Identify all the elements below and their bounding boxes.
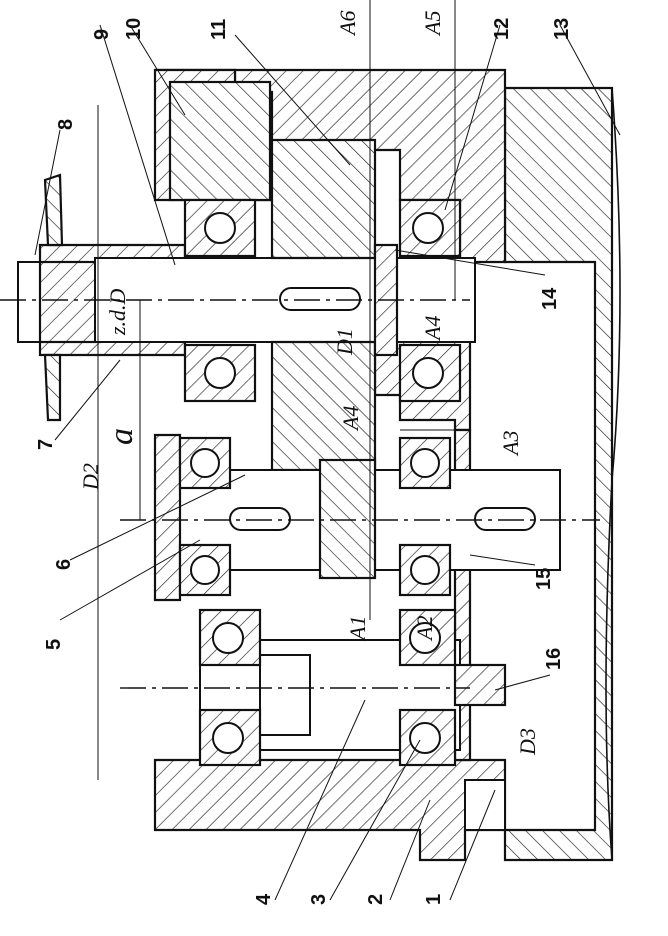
- leader-8: [34, 129, 61, 256]
- leader-5: [59, 539, 201, 621]
- bearing-ball: [204, 357, 236, 389]
- dim-label-D2: D2: [78, 463, 103, 491]
- cover: [168, 80, 272, 202]
- base-plate-wave: [605, 87, 621, 861]
- part-label-11: 11: [208, 19, 230, 40]
- dim-label-D1: D1: [332, 328, 357, 356]
- leader-11: [234, 34, 351, 166]
- middle-gear: [318, 458, 377, 580]
- bearing-ball: [212, 722, 244, 754]
- part-label-9: 9: [91, 29, 113, 40]
- part-label-15: 15: [533, 568, 555, 590]
- part-label-13: 13: [551, 18, 573, 40]
- middle-bearing-right-low: [398, 543, 452, 597]
- dim-label-A5: A5: [420, 11, 445, 37]
- shaft-key: [279, 287, 361, 311]
- leader-3: [329, 739, 421, 901]
- shaft-nut: [38, 260, 102, 344]
- middle-key: [474, 507, 536, 531]
- leader-4: [274, 699, 366, 901]
- leader-1: [449, 789, 496, 901]
- part-label-5: 5: [43, 639, 65, 650]
- bearing-ball: [410, 448, 440, 478]
- leader-14: [394, 249, 546, 276]
- part-label-1: 1: [423, 894, 445, 905]
- part-label-16: 16: [543, 648, 565, 670]
- dim-label-D3: D3: [515, 728, 540, 756]
- dim-label-A6: A6: [335, 11, 360, 37]
- leader-15: [469, 554, 536, 566]
- dim-label-A3: A3: [498, 431, 523, 457]
- bearing-ball: [412, 212, 444, 244]
- dim-label-A2: A2: [412, 616, 437, 642]
- bearing-ball: [204, 212, 236, 244]
- part-label-14: 14: [539, 287, 561, 310]
- screw: [464, 779, 506, 831]
- middle-key-left: [229, 507, 291, 531]
- leader-9: [99, 24, 176, 266]
- part-label-4: 4: [253, 893, 275, 905]
- handwheel: [43, 173, 64, 422]
- part-label-6: 6: [53, 559, 75, 570]
- dim-label-A4-lower: A4: [338, 406, 363, 432]
- part-label-12: 12: [491, 18, 513, 40]
- bearing-ball: [212, 622, 244, 654]
- housing-lower: [153, 758, 507, 862]
- part-label-8: 8: [55, 119, 77, 130]
- part-label-2: 2: [365, 894, 387, 905]
- dim-label-A4-upper: A4: [420, 316, 445, 342]
- dim-label-a: a: [103, 428, 140, 445]
- leader-16: [494, 674, 551, 691]
- part-label-10: 10: [123, 18, 145, 40]
- dim-label-A1: A1: [345, 616, 370, 642]
- bearing-ball: [409, 722, 441, 754]
- leader-10: [129, 24, 186, 116]
- bearing-ball: [409, 622, 441, 654]
- output-pinion: [259, 654, 311, 736]
- part-label-7: 7: [35, 439, 57, 450]
- part-label-3: 3: [308, 894, 330, 905]
- bolt: [453, 663, 507, 707]
- bearing-ball: [190, 448, 220, 478]
- bearing-ball: [410, 555, 440, 585]
- leader-6: [69, 474, 246, 561]
- bearing-ball: [412, 357, 444, 389]
- leader-7: [54, 359, 121, 441]
- leader-12: [444, 24, 501, 211]
- leader-2: [389, 799, 431, 901]
- leader-13: [559, 24, 621, 136]
- bearing-ball: [190, 555, 220, 585]
- middle-flange: [153, 433, 182, 602]
- dim-label-zdD: z.d.D: [105, 288, 130, 336]
